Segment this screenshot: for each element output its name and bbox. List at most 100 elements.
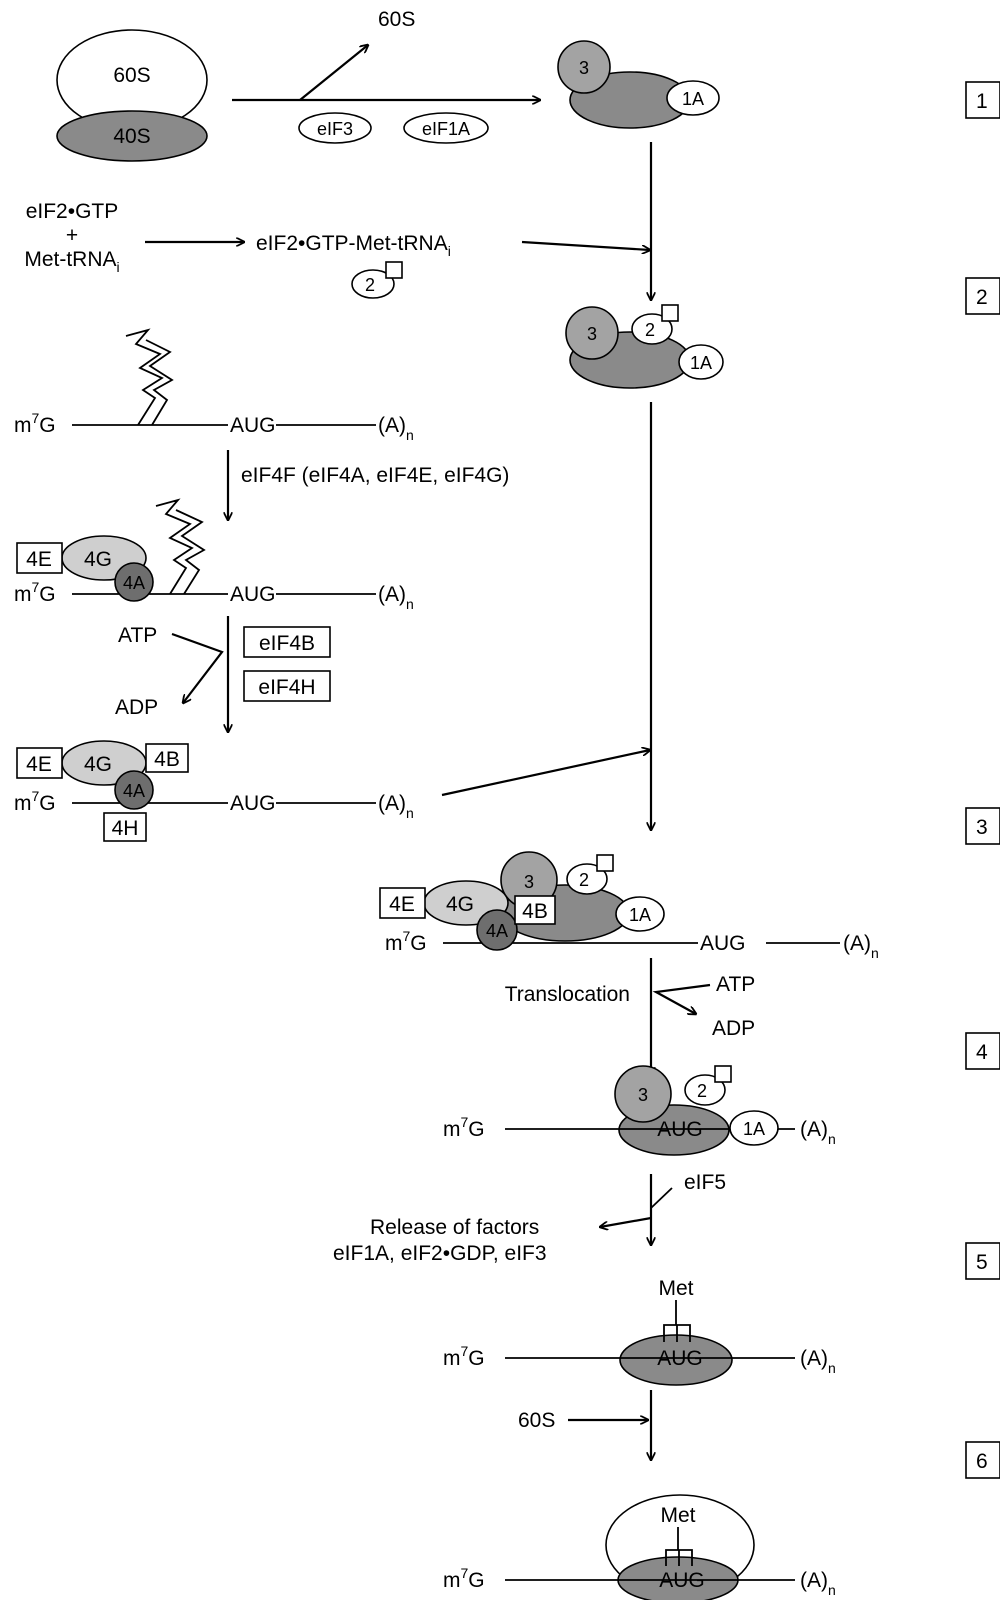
svg-text:4G: 4G [446, 893, 474, 916]
met-trna-48s [597, 855, 613, 871]
ternary-complex-label: eIF2•GTP-Met-tRNAi [256, 232, 451, 259]
svg-text:AUG: AUG [657, 1118, 703, 1141]
complex-48s-aug: m7G AUG (A)n 3 2 1A [443, 1066, 836, 1155]
svg-text:2: 2 [976, 286, 988, 309]
release-60s-arrow [300, 45, 368, 100]
release-line2: eIF1A, eIF2•GDP, eIF3 [333, 1242, 547, 1265]
svg-text:4A: 4A [123, 781, 145, 801]
plus-label: + [66, 224, 78, 247]
svg-text:eIF4B: eIF4B [259, 632, 315, 655]
svg-text:4A: 4A [123, 573, 145, 593]
ribosome-80s: 60S 40S [57, 30, 207, 161]
svg-text:2: 2 [579, 870, 589, 890]
svg-text:4B: 4B [522, 900, 548, 923]
met-label-5: Met [658, 1277, 693, 1300]
svg-text:3: 3 [976, 816, 988, 839]
translocation-adp: ADP [712, 1017, 755, 1040]
helicase-adp: ADP [115, 696, 158, 719]
mrna-step-a: m7G AUG (A)n [14, 330, 414, 443]
released-60s-label: 60S [378, 8, 415, 31]
svg-text:1A: 1A [743, 1119, 765, 1139]
svg-text:2: 2 [697, 1081, 707, 1101]
svg-text:6: 6 [976, 1450, 988, 1473]
svg-text:(A)n: (A)n [800, 1347, 836, 1376]
atp-to-adp-arrow [172, 634, 222, 703]
svg-text:m7G: m7G [14, 410, 56, 437]
ternary-join-arrow [522, 242, 650, 250]
svg-text:4A: 4A [486, 921, 508, 941]
release-line1: Release of factors [370, 1216, 539, 1239]
step-5-box: 5 [966, 1243, 1000, 1279]
eif3-factor: eIF3 [299, 113, 371, 143]
step-4-box: 4 [966, 1033, 1000, 1069]
release-arrow [600, 1218, 651, 1227]
translocation-atp: ATP [716, 973, 755, 996]
svg-text:1A: 1A [682, 89, 704, 109]
complex-43s-step1: 3 1A [558, 41, 719, 128]
helicase-atp: ATP [118, 624, 157, 647]
svg-text:(A)n: (A)n [378, 583, 414, 612]
step-3-box: 3 [966, 808, 1000, 844]
mrna-step-c: m7G AUG (A)n 4G 4E 4B 4A 4H [14, 741, 414, 841]
svg-text:(A)n: (A)n [378, 414, 414, 443]
svg-text:4H: 4H [112, 817, 139, 840]
mrna-step-b: m7G AUG (A)n 4G 4E 4A [14, 500, 414, 612]
mrna-join-arrow [442, 750, 650, 795]
svg-text:4E: 4E [389, 893, 415, 916]
complex-40s-met: Met m7G AUG (A)n [443, 1277, 836, 1385]
svg-text:3: 3 [638, 1085, 648, 1105]
svg-text:(A)n: (A)n [378, 792, 414, 821]
svg-text:4G: 4G [84, 548, 112, 571]
svg-text:4: 4 [976, 1041, 988, 1064]
svg-text:AUG: AUG [659, 1569, 705, 1592]
svg-text:AUG: AUG [230, 792, 276, 815]
step-2-box: 2 [966, 278, 1000, 314]
svg-text:5: 5 [976, 1251, 988, 1274]
svg-text:3: 3 [587, 324, 597, 344]
met-trna-label: Met-tRNAi [24, 248, 119, 275]
svg-text:1A: 1A [629, 905, 651, 925]
svg-text:(A)n: (A)n [800, 1569, 836, 1598]
translocation-atp-adp-arrow [656, 985, 710, 1014]
svg-text:1A: 1A [690, 353, 712, 373]
svg-text:1: 1 [976, 90, 988, 113]
svg-text:m7G: m7G [14, 788, 56, 815]
svg-text:m7G: m7G [385, 928, 427, 955]
svg-text:2: 2 [645, 320, 655, 340]
eif4b-box: eIF4B [244, 627, 330, 657]
svg-text:3: 3 [524, 872, 534, 892]
eif4h-box: eIF4H [244, 671, 330, 701]
complex-48s: m7G AUG (A)n 4G 4E 3 4A 4B 2 1A [380, 852, 879, 961]
met-label-6: Met [660, 1504, 695, 1527]
svg-text:4G: 4G [84, 753, 112, 776]
eif2-ternary-icon: 2 [352, 262, 402, 298]
svg-text:4E: 4E [26, 753, 52, 776]
svg-text:m7G: m7G [443, 1565, 485, 1592]
svg-text:4E: 4E [26, 548, 52, 571]
eif2-gtp-label: eIF2•GTP [26, 200, 119, 223]
joining-60s-label: 60S [518, 1409, 555, 1432]
svg-text:eIF3: eIF3 [317, 119, 353, 139]
svg-text:(A)n: (A)n [843, 932, 879, 961]
eif4f-label: eIF4F (eIF4A, eIF4E, eIF4G) [241, 464, 509, 487]
svg-text:3: 3 [579, 58, 589, 78]
svg-text:m7G: m7G [14, 579, 56, 606]
step-1-box: 1 [966, 82, 1000, 118]
svg-text:eIF1A: eIF1A [422, 119, 470, 139]
label-40s: 40S [113, 125, 150, 148]
translocation-label: Translocation [505, 983, 630, 1006]
svg-text:AUG: AUG [657, 1347, 703, 1370]
complex-80s: Met m7G AUG (A)n [443, 1495, 836, 1600]
mrna-hairpin-a [126, 330, 172, 425]
mrna-hairpin-b [156, 500, 204, 594]
label-60s: 60S [113, 64, 150, 87]
svg-text:2: 2 [365, 275, 375, 295]
svg-text:(A)n: (A)n [800, 1118, 836, 1147]
svg-text:m7G: m7G [443, 1343, 485, 1370]
svg-text:m7G: m7G [443, 1114, 485, 1141]
svg-text:AUG: AUG [230, 583, 276, 606]
complex-43s-step2: 3 2 1A [566, 305, 723, 388]
step-6-box: 6 [966, 1442, 1000, 1478]
svg-text:AUG: AUG [230, 414, 276, 437]
